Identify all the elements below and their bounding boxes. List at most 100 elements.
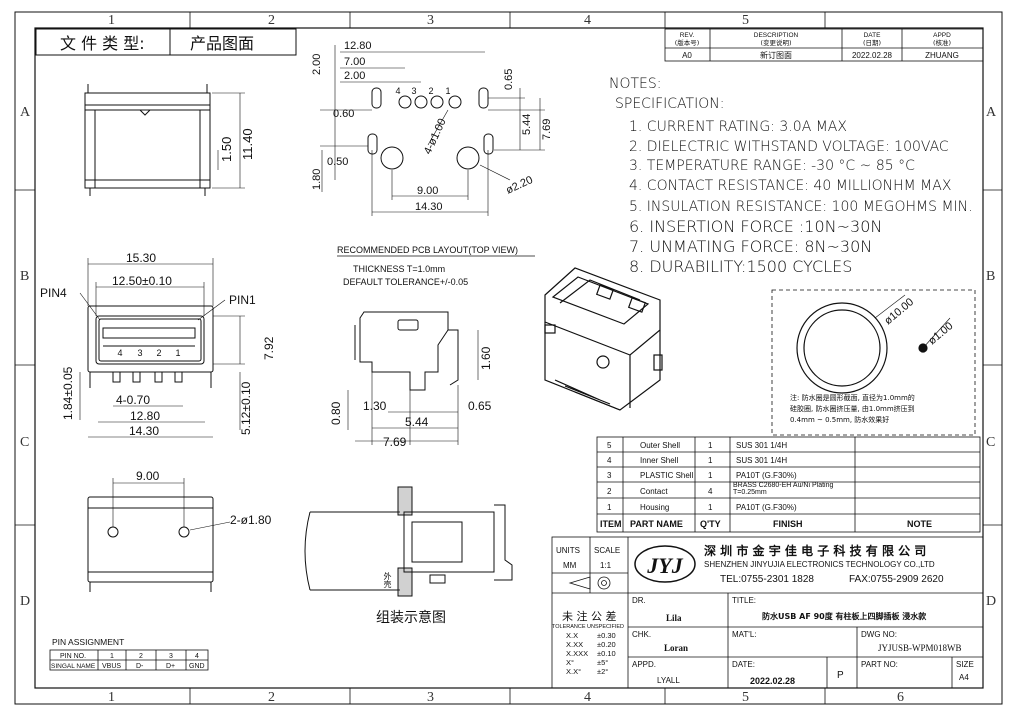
front-pin-4: 4 <box>117 348 122 358</box>
pcb-post-hole-right <box>456 146 480 170</box>
pin-num-3: 3 <box>169 653 173 660</box>
note-item-8: 8. DURABILITY:1500 CYCLES <box>629 257 852 276</box>
company-tel: TEL:0755-2301 1828 <box>720 574 814 585</box>
rev-appd: ZHUANG <box>925 51 959 60</box>
tolerance-subtitle: TOLERANCE UNSPECIFIED <box>552 624 624 630</box>
grid-col-2: 2 <box>268 13 275 28</box>
rev-value: A0 <box>682 51 692 60</box>
pcb-pin-label-3: 3 <box>411 86 416 96</box>
pcb-dim-0-60: 0.60 <box>333 108 354 120</box>
pcb-pin-label-4: 4 <box>395 86 400 96</box>
assembly-view <box>304 486 513 597</box>
pcb-slot-right <box>478 87 489 109</box>
bottom-dim-2-dia-1-80: 2-ø1.80 <box>230 513 272 527</box>
grid-row-b: B <box>20 269 29 284</box>
grid-col-2b: 2 <box>268 690 275 705</box>
note-item-2: 2. DIELECTRIC WITHSTAND VOLTAGE: 100VAC <box>629 139 949 155</box>
front-pin-3: 3 <box>137 348 142 358</box>
bom-header-item: ITEM <box>600 519 622 529</box>
side-dim-1-30: 1.30 <box>363 399 387 413</box>
side-dim-7-69: 7.69 <box>383 435 407 449</box>
dim-1-50: 1.50 <box>219 137 234 162</box>
front-dim-12-50: 12.50±0.10 <box>112 274 172 288</box>
scale-label: SCALE <box>594 546 620 555</box>
dwg-value: JYJUSB-WPM018WB <box>878 643 962 653</box>
doc-type-value: 产品图面 <box>190 34 254 53</box>
p-label: P <box>837 670 844 681</box>
inner-border <box>34 27 984 689</box>
bom-finish-4: SUS 301 1/4H <box>736 456 787 465</box>
signal-name-label: SINGAL NAME <box>51 663 96 670</box>
pin-num-4: 4 <box>195 653 199 660</box>
front-dim-7-92: 7.92 <box>262 336 276 360</box>
front-pin4-label: PIN4 <box>40 286 67 300</box>
bom-name-3: PLASTIC Shell <box>640 471 694 480</box>
bom-item-3: 3 <box>607 471 612 480</box>
pcb-dim-dia-2-20: ø2.20 <box>504 174 535 197</box>
grid-row-a: A <box>20 105 31 120</box>
top-left-view <box>84 84 211 196</box>
dr-value: Lila <box>666 613 682 623</box>
note-item-7: 7. UNMATING FORCE: 8N~30N <box>629 237 872 256</box>
pcb-slot-right-lower <box>483 133 494 155</box>
rev-header-appd-cn: (核准) <box>933 38 951 47</box>
bom-qty-5: 1 <box>708 441 713 450</box>
front-dim-4-0-70: 4-0.70 <box>116 393 150 407</box>
pcb-post-hole-left <box>380 146 404 170</box>
pin-num-2: 2 <box>139 653 143 660</box>
grid-row-a-r: A <box>986 105 997 120</box>
dr-label: DR. <box>632 596 646 605</box>
pcb-dim-12-80: 12.80 <box>344 40 372 52</box>
bom-header-finish: FINISH <box>773 519 803 529</box>
title-value: 防水USB AF 90度 有柱板上四脚插板 浸水款 <box>762 611 927 621</box>
front-pin-2: 2 <box>156 348 161 358</box>
rev-header-desc: DESCRIPTION <box>754 32 799 39</box>
bom-finish-1: PA10T (G.F30%) <box>736 503 797 512</box>
dwg-label: DWG NO: <box>861 630 897 639</box>
part-no-label: PART NO: <box>861 660 898 669</box>
tol-val-2: ±0.20 <box>597 640 616 649</box>
pin-num-1: 1 <box>110 653 114 660</box>
pcb-tolerance: DEFAULT TOLERANCE+/-0.05 <box>343 277 468 287</box>
pcb-dim-7-00: 7.00 <box>344 56 365 68</box>
pcb-dim-0-65: 0.65 <box>503 69 515 90</box>
front-dim-14-30: 14.30 <box>129 424 159 438</box>
pin-assignment-table <box>49 649 209 671</box>
tol-key-1: X.X <box>566 631 578 640</box>
grid-col-6b: 6 <box>897 690 904 705</box>
bom-qty-4: 1 <box>708 456 713 465</box>
bom-header-qty: Q'TY <box>700 519 721 529</box>
assembly-outer-label: 外壳 <box>383 572 392 588</box>
notes-title: NOTES: <box>609 76 662 92</box>
side-dims <box>347 330 479 445</box>
size-label: SIZE <box>956 660 974 669</box>
pcb-pin-hole-3 <box>414 95 428 109</box>
doc-type-box <box>35 28 297 56</box>
notes-spec-title: SPECIFICATION: <box>615 96 724 112</box>
svg-text:JYJ: JYJ <box>646 553 683 578</box>
pcb-dim-9-00: 9.00 <box>417 185 438 197</box>
chk-value: Loran <box>664 643 688 653</box>
tol-key-5: X.X° <box>566 667 581 676</box>
pcb-slot-left <box>371 87 382 109</box>
bom-qty-1: 1 <box>708 503 713 512</box>
rev-header-desc-cn: (变更说明) <box>760 38 791 47</box>
units-value: MM <box>563 561 577 570</box>
ring-note-line-1: 注: 防水圈是圆形截面, 直径为1.0mm的 <box>790 393 915 402</box>
rev-date: 2022.02.28 <box>852 51 893 60</box>
ring-dim-1: ø1.00 <box>926 320 955 347</box>
tol-val-5: ±2° <box>597 667 608 676</box>
signal-4: GND <box>189 663 205 670</box>
signal-2: D- <box>136 663 144 670</box>
grid-col-5b: 5 <box>742 690 749 705</box>
units-label: UNITS <box>556 546 580 555</box>
bom-finish-5: SUS 301 1/4H <box>736 441 787 450</box>
appd-label: APPD. <box>632 660 656 669</box>
bom-item-1: 1 <box>607 503 612 512</box>
tol-key-2: X.XX <box>566 640 583 649</box>
title-block <box>551 536 984 689</box>
top-left-dims <box>212 92 245 189</box>
side-dim-1-60: 1.60 <box>479 346 493 370</box>
bom-qty-3: 1 <box>708 471 713 480</box>
pcb-pin-hole-4 <box>398 95 412 109</box>
